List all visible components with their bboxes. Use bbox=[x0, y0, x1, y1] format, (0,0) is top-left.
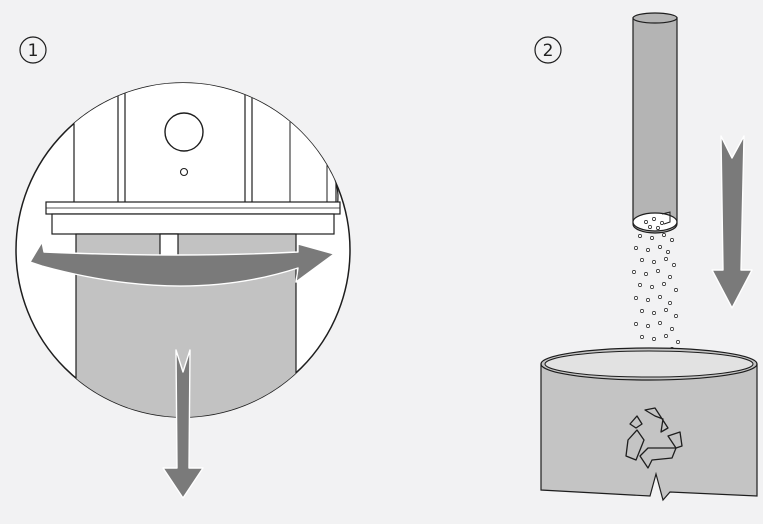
round-button bbox=[164, 112, 204, 152]
rotate-arrow-icon bbox=[29, 241, 335, 287]
down-arrow-icon bbox=[711, 135, 753, 309]
pull-down-arrow-icon bbox=[162, 349, 204, 499]
step-2-number: 2 bbox=[543, 41, 554, 61]
recycle-icon bbox=[625, 407, 683, 469]
step-2-empty-filter bbox=[540, 12, 758, 502]
step-1-magnified-view bbox=[15, 82, 351, 499]
step-1-number: 1 bbox=[28, 41, 39, 61]
recycling-bin bbox=[540, 347, 758, 502]
step-1-badge: 1 bbox=[19, 36, 47, 64]
filter-tube-step-2 bbox=[632, 17, 678, 234]
step-2-badge: 2 bbox=[534, 36, 562, 64]
appliance-housing bbox=[73, 83, 337, 211]
